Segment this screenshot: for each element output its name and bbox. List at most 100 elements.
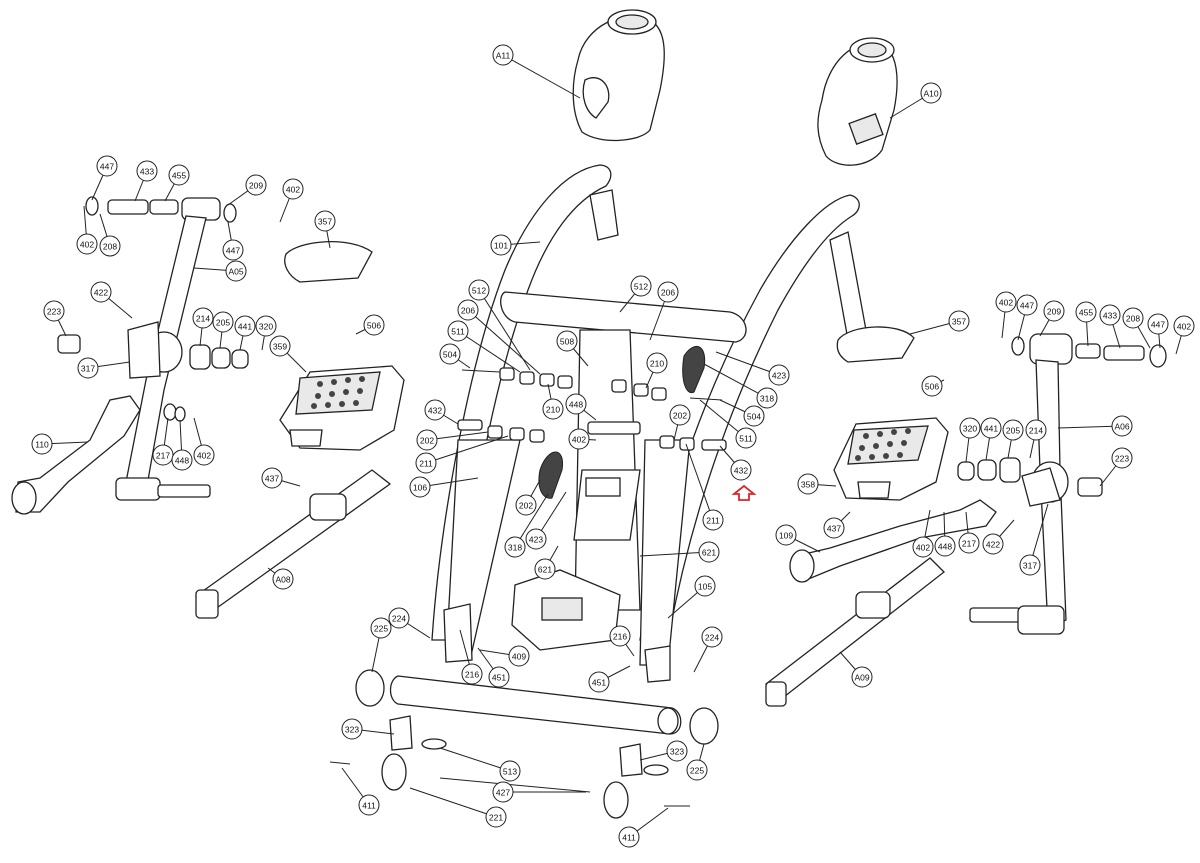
callout-circle — [363, 314, 385, 336]
callout-214-l: 214 — [192, 307, 214, 329]
callout-number: A09 — [854, 673, 869, 683]
callout-433-r: 433 — [1099, 304, 1121, 326]
callout-circle — [995, 291, 1017, 313]
callout-circle — [447, 320, 469, 342]
callout-circle — [618, 826, 640, 848]
callout-circle — [743, 405, 765, 427]
callout-number: 208 — [103, 242, 117, 252]
leader-line — [1029, 503, 1049, 566]
callout-circle — [698, 541, 720, 563]
callout-circle — [168, 164, 190, 186]
callout-number: A06 — [1114, 422, 1129, 432]
callout-422-l: 422 — [90, 281, 112, 303]
callout-402-r3: 402 — [912, 536, 934, 558]
callout-number: 409 — [512, 652, 526, 662]
callout-number: 511 — [451, 327, 465, 337]
callout-circle — [701, 626, 723, 648]
leader-line — [715, 351, 780, 376]
callout-circle — [77, 357, 99, 379]
callout-number: 225 — [690, 766, 704, 776]
left-arm-assembly — [11, 196, 405, 619]
center-frame — [389, 164, 867, 735]
callout-504-l: 504 — [439, 343, 461, 365]
callout-number: 402 — [916, 543, 930, 553]
callout-A11: A11 — [492, 44, 514, 66]
callout-number: 223 — [47, 307, 61, 317]
small-hardware — [329, 345, 727, 819]
callout-214-r: 214 — [1025, 419, 1047, 441]
callout-circle — [730, 459, 752, 481]
callout-circle — [797, 473, 819, 495]
callout-number: 511 — [739, 434, 753, 444]
callout-number: 214 — [1029, 426, 1043, 436]
callout-109: 109 — [775, 524, 797, 546]
callout-number: 209 — [1047, 307, 1061, 317]
callout-358: 358 — [797, 473, 819, 495]
callout-number: 441 — [238, 322, 252, 332]
callout-318-r: 318 — [756, 387, 778, 409]
callout-circle — [1111, 447, 1133, 469]
callout-447-l2: 447 — [222, 239, 244, 261]
callout-402-r2: 402 — [1173, 315, 1195, 337]
callout-number: 205 — [1006, 426, 1020, 436]
callout-621-l: 621 — [534, 558, 556, 580]
callout-411-r: 411 — [618, 826, 640, 848]
callout-circle — [702, 509, 724, 531]
callout-number: 504 — [747, 412, 761, 422]
callout-number: 402 — [1177, 322, 1191, 332]
callout-210-r: 210 — [646, 352, 668, 374]
callout-423-r: 423 — [768, 364, 790, 386]
leader-line — [502, 54, 581, 99]
callout-number: 320 — [963, 424, 977, 434]
callout-208-r: 208 — [1122, 307, 1144, 329]
callout-number: 202 — [420, 436, 434, 446]
leader-line — [703, 363, 768, 399]
callout-circle — [657, 281, 679, 303]
leader-line — [409, 787, 497, 818]
callout-circle — [31, 433, 53, 455]
callout-511-l: 511 — [447, 320, 469, 342]
callout-number: 225 — [374, 624, 388, 634]
callout-number: 411 — [362, 801, 376, 811]
callout-circle — [921, 375, 943, 397]
callout-number: 210 — [546, 405, 560, 415]
callout-circle — [96, 155, 118, 177]
callout-circle — [958, 532, 980, 554]
callout-circle — [775, 524, 797, 546]
callout-217-l: 217 — [152, 444, 174, 466]
callout-101: 101 — [490, 234, 512, 256]
callout-circle — [735, 427, 757, 449]
leader-line — [478, 289, 531, 371]
callout-number: 209 — [249, 181, 263, 191]
callout-circle — [768, 364, 790, 386]
callout-circle — [492, 781, 514, 803]
callout-number: 513 — [503, 767, 517, 777]
callout-A09: A09 — [851, 666, 873, 688]
callout-circle — [694, 575, 716, 597]
callout-number: 106 — [413, 483, 427, 493]
callout-number: 451 — [492, 673, 506, 683]
callout-513: 513 — [499, 760, 521, 782]
callout-209-r: 209 — [1043, 300, 1065, 322]
callout-number: 206 — [661, 288, 675, 298]
callout-circle — [272, 568, 294, 590]
callout-224-l: 224 — [388, 607, 410, 629]
callout-circle — [193, 444, 215, 466]
shroud-a10 — [817, 37, 898, 166]
callout-number: 357 — [952, 317, 966, 327]
callout-402-l2: 402 — [76, 233, 98, 255]
callout-number: 437 — [265, 474, 279, 484]
callout-448-c: 448 — [565, 393, 587, 415]
callout-number: A11 — [496, 51, 511, 61]
callout-number: 358 — [801, 480, 815, 490]
callout-circle — [1122, 307, 1144, 329]
callout-427: 427 — [492, 781, 514, 803]
callout-circle — [439, 343, 461, 365]
callout-357-l: 357 — [314, 210, 336, 232]
callout-circle — [1075, 301, 1097, 323]
callout-number: 318 — [760, 394, 774, 404]
callout-number: 318 — [508, 543, 522, 553]
callout-number: 357 — [318, 217, 332, 227]
